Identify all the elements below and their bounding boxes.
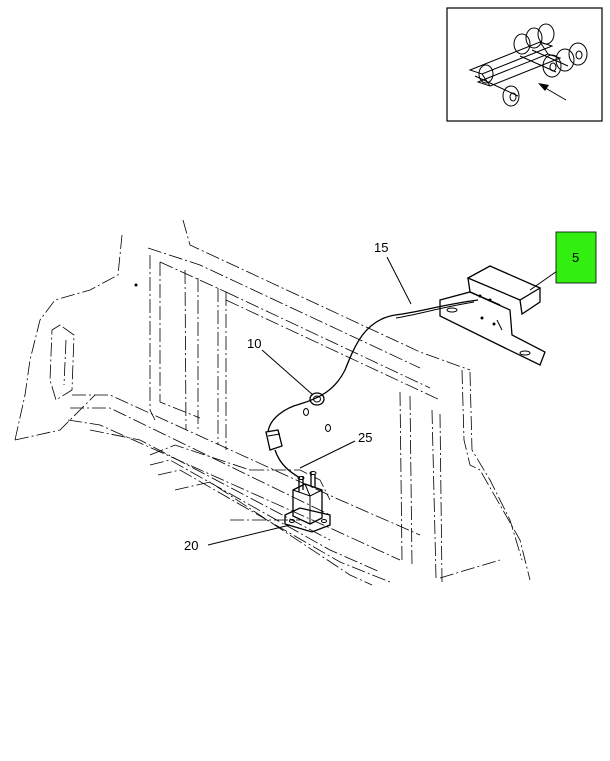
callout-15-label[interactable]: 15 [374,240,388,255]
truck-chassis-locator-icon [468,23,588,107]
wire-harness [267,299,479,479]
grommet [303,392,331,432]
cab-back-wall-phantom [14,219,531,586]
license-plate-bracket [439,265,546,366]
callout-25-label[interactable]: 25 [358,430,372,445]
location-arrow-icon [538,83,567,101]
callout-5-highlight[interactable] [555,231,597,284]
callout-leaders [207,256,571,546]
inset-locator-view [446,7,603,122]
callout-10-label[interactable]: 10 [247,336,261,351]
relay-solenoid [284,471,331,533]
callout-5-label[interactable]: 5 [572,250,579,265]
wire-connector [265,429,283,451]
callout-20-label[interactable]: 20 [184,538,198,553]
